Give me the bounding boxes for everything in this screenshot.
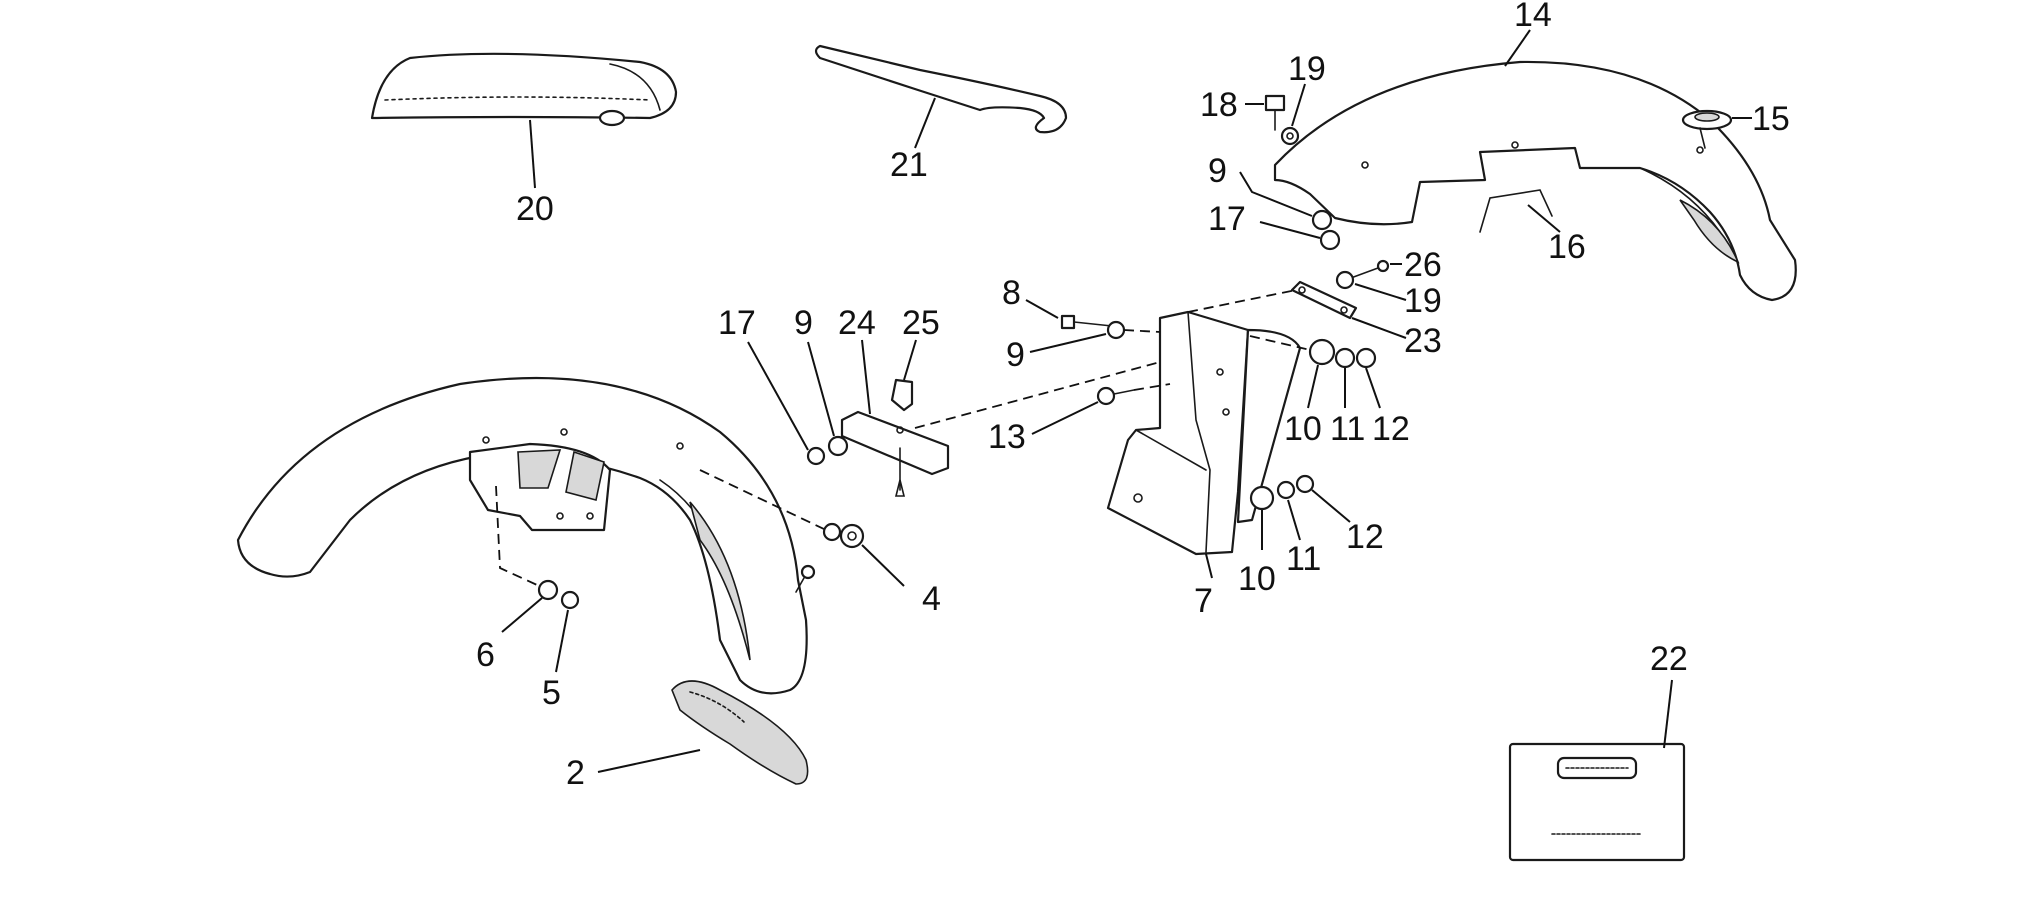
leader-12-upper (1365, 367, 1381, 409)
part-23-link-plate (1290, 280, 1358, 320)
callout-10-upper: 10 (1284, 410, 1322, 448)
callout-2: 2 (566, 754, 585, 792)
callout-18: 18 (1200, 86, 1238, 124)
callout-10-lower: 10 (1238, 560, 1276, 598)
part-5-nut (560, 590, 580, 610)
callout-9-upper: 9 (1208, 152, 1227, 190)
part-16-bracket (1479, 189, 1553, 233)
part-10-spacer-upper (1308, 338, 1336, 366)
callout-20: 20 (516, 190, 554, 228)
part-front-mudguard (236, 376, 808, 695)
leader-13 (1031, 401, 1099, 435)
callout-14: 14 (1514, 0, 1552, 34)
part-8-bolt (1060, 314, 1113, 330)
callout-11-lower: 11 (1286, 540, 1321, 578)
part-11-washer-upper (1334, 347, 1356, 369)
callout-16: 16 (1548, 228, 1586, 266)
part-24-mounting-bracket (840, 410, 950, 497)
callout-26: 26 (1404, 246, 1442, 284)
leader-9-left (807, 341, 835, 437)
callout-9-left: 9 (794, 304, 813, 342)
leader-5 (555, 609, 569, 673)
callout-13: 13 (988, 418, 1026, 456)
leader-25 (903, 339, 917, 381)
leader-14 (1504, 29, 1531, 67)
part-17-nut-upper (1319, 229, 1341, 251)
callout-11-upper: 11 (1330, 410, 1365, 448)
leader-10-upper (1307, 364, 1319, 409)
callout-7: 7 (1194, 582, 1213, 620)
part-14-rear-mudguard (1273, 60, 1797, 302)
part-19-washer-upper (1280, 126, 1300, 146)
callout-19-upper: 19 (1288, 50, 1326, 88)
leader-2 (597, 749, 701, 773)
callout-9-mid: 9 (1006, 336, 1025, 374)
part-9-washer-mid (1106, 320, 1126, 340)
part-9-washer-left (827, 435, 849, 457)
leader-8 (1025, 299, 1059, 319)
part-2-mudflap (671, 680, 809, 785)
leader-21 (914, 97, 936, 149)
part-15-reflector (1681, 109, 1733, 149)
leader-6 (501, 597, 543, 633)
callout-19-lower: 19 (1404, 282, 1442, 320)
leader-17-left (747, 341, 809, 451)
part-12-nut-lower (1295, 474, 1315, 494)
part-10-spacer-lower (1249, 485, 1275, 511)
callout-12-lower: 12 (1346, 518, 1384, 556)
callout-22: 22 (1650, 640, 1688, 678)
part-19-washer-lower (1335, 270, 1355, 290)
callout-17-left: 17 (718, 304, 756, 342)
leader-9-upper (1239, 171, 1313, 217)
leader-19-upper (1291, 83, 1306, 127)
part-6-washer (537, 579, 559, 601)
callout-17-upper: 17 (1208, 200, 1246, 238)
part-22-tool-kit-pouch (1508, 742, 1686, 862)
callout-24: 24 (838, 304, 876, 342)
part-18-bolt (1264, 94, 1286, 131)
callout-12-upper: 12 (1372, 410, 1410, 448)
part-20-seat-cover (370, 52, 678, 127)
part-4-rubber-mount (822, 522, 865, 549)
callout-25: 25 (902, 304, 940, 342)
leader-20 (529, 119, 536, 189)
part-12-nut-upper (1355, 347, 1377, 369)
leader-22 (1663, 679, 1673, 749)
callout-15: 15 (1752, 100, 1790, 138)
leader-4 (861, 544, 905, 587)
part-9-washer-upper (1311, 209, 1333, 231)
leader-12-lower (1311, 489, 1351, 523)
leader-23 (1351, 317, 1407, 339)
part-13-screw (1096, 386, 1135, 406)
leader-9-mid (1029, 333, 1107, 353)
leader-24 (861, 339, 871, 415)
part-11-washer-lower (1276, 480, 1296, 500)
callout-5: 5 (542, 674, 561, 712)
part-screw-fender (795, 564, 816, 593)
part-17-nut-left (806, 446, 826, 466)
callout-6: 6 (476, 636, 495, 674)
callout-4: 4 (922, 580, 941, 618)
part-25-clip (890, 378, 914, 412)
part-7-bracket (1106, 310, 1302, 556)
callout-23: 23 (1404, 322, 1442, 360)
callout-21: 21 (890, 146, 928, 184)
part-21-spanner (814, 44, 1068, 134)
leader-16 (1527, 204, 1561, 233)
callout-8: 8 (1002, 274, 1021, 312)
leader-7 (1205, 553, 1213, 579)
leader-17-upper (1259, 221, 1321, 239)
leader-11-lower (1287, 499, 1301, 541)
leader-19-lower (1354, 283, 1407, 301)
